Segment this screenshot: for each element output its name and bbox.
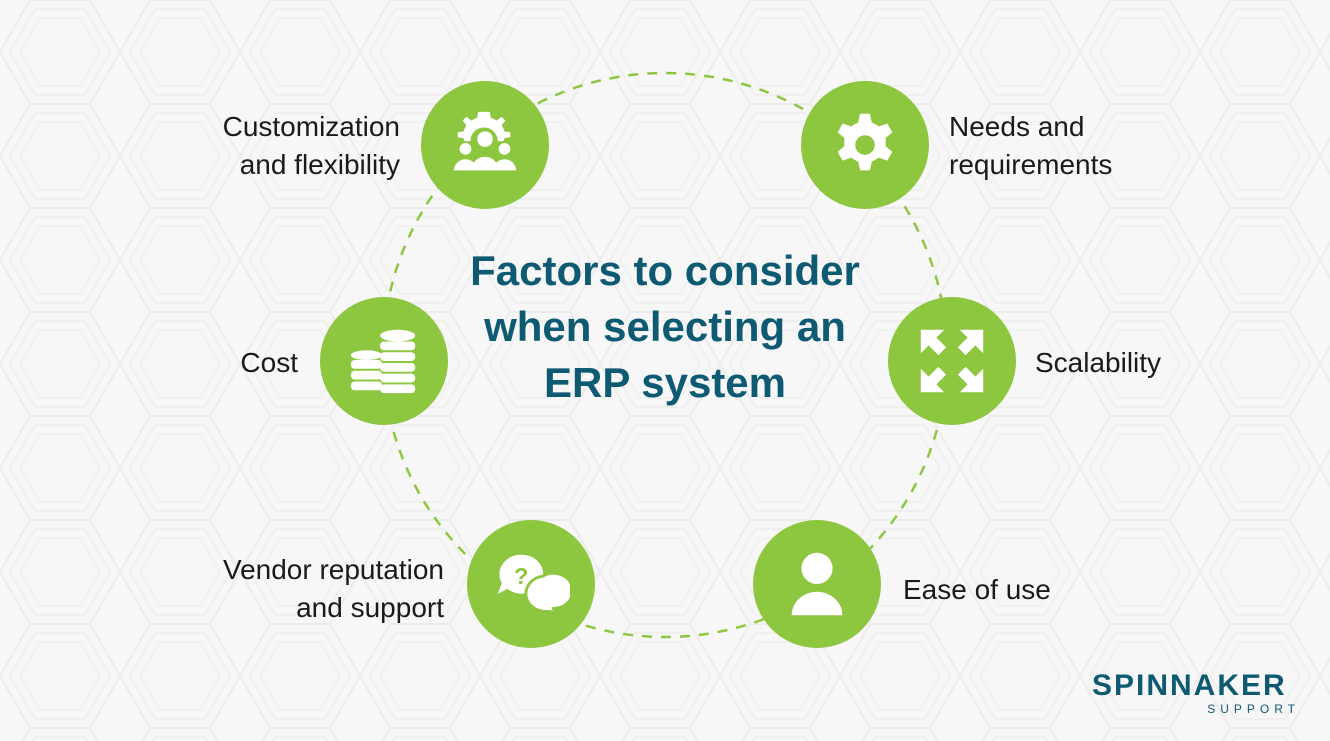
factor-label-line: and support xyxy=(296,592,444,623)
factor-node-scalability xyxy=(888,297,1016,425)
logo-wordmark: SPINNAKER xyxy=(1092,669,1287,702)
factor-node-ease xyxy=(753,520,881,648)
factor-node-cost xyxy=(320,297,448,425)
factor-label-cost: Cost xyxy=(240,344,298,382)
team-gear-icon xyxy=(453,111,517,171)
factor-label-line: requirements xyxy=(949,149,1113,180)
factor-label-line: Cost xyxy=(240,347,298,378)
factor-label-ease: Ease of use xyxy=(903,571,1051,609)
question-chat-icon: ? xyxy=(497,554,570,616)
gear-icon xyxy=(837,113,893,171)
factor-label-line: Customization xyxy=(222,111,400,142)
expand-arrows-icon xyxy=(920,329,984,393)
factor-label-scalability: Scalability xyxy=(1035,344,1161,382)
logo-subtitle: SUPPORT xyxy=(1207,702,1300,716)
diagram-title: Factors to consider when selecting an ER… xyxy=(470,247,860,406)
factor-node-needs xyxy=(801,81,929,209)
factor-label-line: Vendor reputation xyxy=(222,554,444,585)
factor-label-line: Scalability xyxy=(1035,347,1162,378)
spinnaker-logo: SPINNAKER SUPPORT xyxy=(1092,669,1302,717)
factor-label-customization: Customization and flexibility xyxy=(223,108,400,184)
coin-stacks-icon xyxy=(350,329,416,394)
factor-label-line: Needs and xyxy=(949,111,1085,142)
factor-label-needs: Needs and requirements xyxy=(949,108,1112,184)
factor-node-customization xyxy=(421,81,549,209)
factor-label-vendor: Vendor reputation and support xyxy=(223,551,444,627)
factor-label-line: and flexibility xyxy=(239,149,400,180)
factor-node-vendor: ? xyxy=(467,520,595,648)
factor-label-line: Ease of use xyxy=(903,574,1051,605)
user-icon xyxy=(791,552,843,616)
svg-text:?: ? xyxy=(514,563,528,589)
